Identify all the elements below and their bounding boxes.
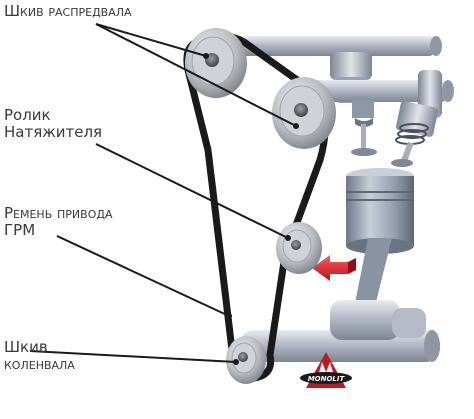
- tensioner-arrow: [312, 255, 356, 281]
- valve-right: [391, 101, 438, 167]
- leader-crank: [29, 350, 237, 363]
- camshaft-pulley-label: Шкив распредвала: [4, 3, 132, 20]
- leader-belt: [56, 235, 230, 317]
- crankshaft: [240, 300, 440, 362]
- timing-belt-label: Ремень привода ГРМ: [4, 205, 112, 239]
- leader-camshaft-2: [95, 23, 297, 127]
- leader-tensioner: [95, 143, 289, 239]
- leader-camshaft-1: [95, 23, 207, 57]
- crankshaft-pulley: [226, 336, 266, 384]
- tensioner-roller-label: Ролик Натяжителя: [4, 107, 102, 141]
- leader-lines: [29, 23, 297, 363]
- valve-left: [351, 100, 377, 156]
- belt-label-line2: ГРМ: [4, 220, 36, 239]
- logo-text: MONOLIT: [308, 375, 346, 383]
- belt-label-line1: Ремень привода: [4, 204, 113, 222]
- camshaft-pulley-2: [272, 77, 336, 149]
- tensioner-label-line2: Натяжителя: [4, 122, 103, 141]
- camshaft-pulley-1: [185, 28, 247, 98]
- monolit-logo: MONOLIT: [300, 352, 352, 388]
- camshaft-pulley-label-text: Шкив распредвала: [4, 2, 132, 20]
- leader-dots: [203, 53, 299, 365]
- crankshaft-pulley-label: Шкив коленвала: [4, 339, 75, 373]
- crank-label-line2: коленвала: [4, 354, 75, 373]
- crank-label-line1: Шкив: [4, 338, 48, 356]
- tensioner-roller: [276, 222, 322, 274]
- tensioner-label-line1: Ролик: [4, 106, 51, 124]
